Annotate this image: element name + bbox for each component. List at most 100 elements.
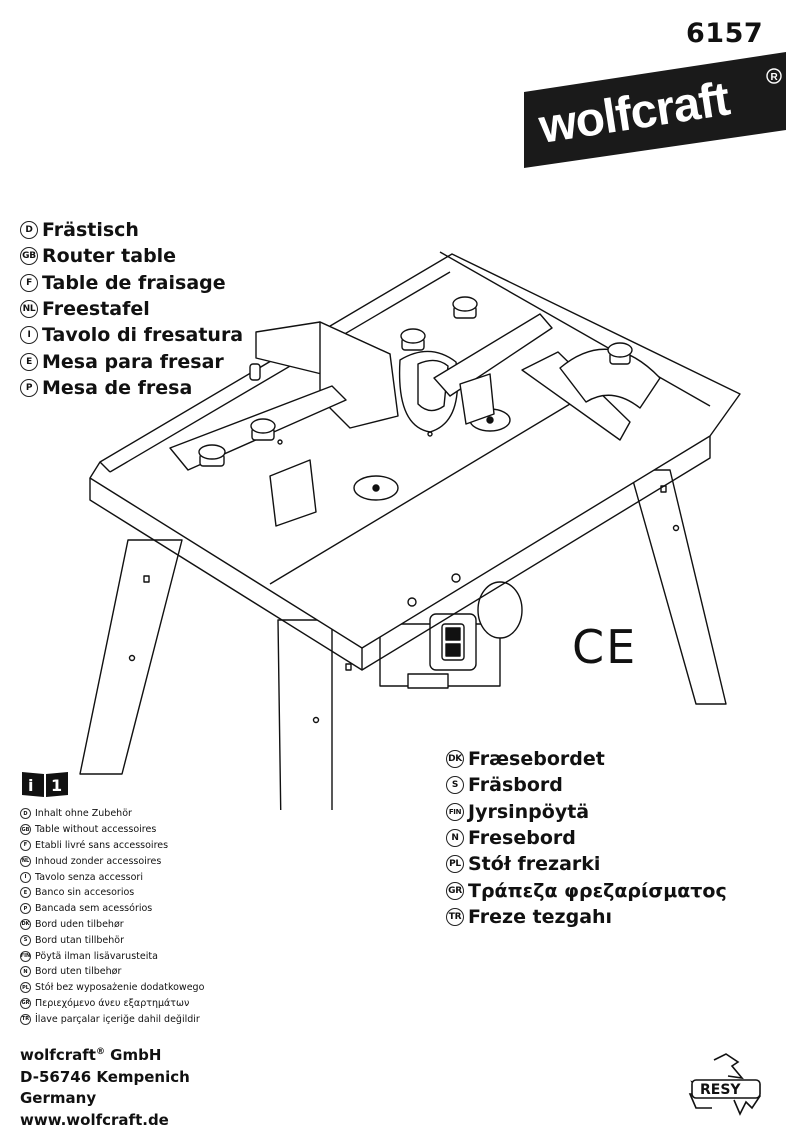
language-badge: PL bbox=[20, 982, 31, 994]
language-badge: S bbox=[446, 776, 464, 795]
ce-mark: CE bbox=[572, 620, 638, 674]
company-name: wolfcraft bbox=[20, 1046, 96, 1064]
contents-item: S Bord utan tillbehör bbox=[20, 932, 204, 948]
contents-text: İlave parçalar içeriğe dahil değildir bbox=[35, 1013, 200, 1025]
contents-text: Table without accessoires bbox=[35, 824, 157, 836]
contents-item: N Bord uten tilbehør bbox=[20, 964, 204, 980]
language-badge: NL bbox=[20, 300, 38, 319]
contents-item: PL Stół bez wyposażenie dodatkowego bbox=[20, 980, 204, 996]
registered-mark: ® bbox=[95, 1047, 105, 1057]
contents-item: FIN Pöytä ilman lisävarusteita bbox=[20, 948, 204, 964]
title-text: Τράπεζα φρεζαρίσματος bbox=[468, 879, 727, 902]
language-badge: TR bbox=[20, 1013, 31, 1025]
language-badge: NL bbox=[20, 855, 31, 867]
language-badge: S bbox=[20, 934, 31, 946]
title-text: Tavolo di fresatura bbox=[42, 324, 244, 347]
book-icon: i 1 bbox=[20, 770, 70, 798]
language-badge: DK bbox=[20, 918, 31, 930]
language-badge: I bbox=[20, 326, 38, 345]
router-table-illustration bbox=[70, 228, 760, 810]
contents-text: Etabli livré sans accessoires bbox=[35, 839, 169, 851]
contents-text: Bord utan tillbehör bbox=[35, 934, 124, 946]
title-text: Router table bbox=[42, 245, 177, 268]
language-badge: D bbox=[20, 221, 38, 240]
title-text: Fräsbord bbox=[468, 774, 563, 797]
contents-item: F Etabli livré sans accessoires bbox=[20, 838, 204, 854]
title-text: Table de fraisage bbox=[42, 271, 226, 294]
contents-item: D Inhalt ohne Zubehör bbox=[20, 806, 204, 822]
title-text: Frästisch bbox=[42, 219, 139, 242]
address-city: D-56746 Kempenich bbox=[20, 1067, 190, 1086]
contents-text: Bancada sem acessórios bbox=[35, 903, 153, 915]
language-badge: P bbox=[20, 903, 31, 915]
book-label-left: i bbox=[28, 776, 33, 795]
contents-text: Inhoud zonder accessoires bbox=[35, 855, 162, 867]
contents-text: Bord uden tilbehør bbox=[35, 918, 124, 930]
recycle-label: RESY bbox=[700, 1082, 741, 1098]
title-text: Mesa para fresar bbox=[42, 350, 224, 373]
wolfcraft-logo: wolfcraft R bbox=[524, 48, 792, 168]
contents-item: GB Table without accessoires bbox=[20, 822, 204, 838]
language-badge: FIN bbox=[20, 950, 31, 962]
language-badge: GR bbox=[20, 997, 31, 1009]
title-text: Fresebord bbox=[468, 827, 576, 850]
contents-text: Pöytä ilman lisävarusteita bbox=[35, 950, 158, 962]
title-text: Freestafel bbox=[42, 298, 150, 321]
language-badge: GR bbox=[446, 881, 464, 900]
language-badge: PL bbox=[446, 855, 464, 874]
contents-item: GR Περιεχόμενο άνευ εξαρτημάτων bbox=[20, 996, 204, 1012]
title-text: Mesa de fresa bbox=[42, 376, 193, 399]
address-country: Germany bbox=[20, 1089, 97, 1107]
book-label-right: 1 bbox=[51, 776, 62, 795]
model-number: 6157 bbox=[686, 18, 764, 49]
language-badge: I bbox=[20, 871, 31, 883]
language-badge: GB bbox=[20, 247, 38, 266]
contents-text: Inhalt ohne Zubehör bbox=[35, 808, 132, 820]
contents-item: I Tavolo senza accessori bbox=[20, 869, 204, 885]
contents-item: P Bancada sem acessórios bbox=[20, 901, 204, 917]
language-badge: F bbox=[20, 273, 38, 292]
contents-text: Banco sin accesorios bbox=[35, 887, 135, 899]
language-badge: GB bbox=[20, 824, 31, 836]
company-suffix: GmbH bbox=[104, 1046, 162, 1064]
language-badge: D bbox=[20, 808, 31, 820]
contents-text: Stół bez wyposażenie dodatkowego bbox=[35, 982, 205, 994]
contents-item: DK Bord uden tilbehør bbox=[20, 917, 204, 933]
language-badge: N bbox=[20, 966, 31, 978]
title-text: Stół frezarki bbox=[468, 853, 601, 876]
contents-item: E Banco sin accesorios bbox=[20, 885, 204, 901]
contents-item: NL Inhoud zonder accessoires bbox=[20, 853, 204, 869]
language-badge: E bbox=[20, 887, 31, 899]
address-website: www.wolfcraft.de bbox=[20, 1110, 169, 1129]
recycle-icon: RESY bbox=[684, 1052, 768, 1116]
contents-item: TR İlave parçalar içeriğe dahil değildir bbox=[20, 1011, 204, 1027]
company-address: wolfcraft® GmbH D-56746 Kempenich German… bbox=[20, 1042, 190, 1131]
language-badge: F bbox=[20, 839, 31, 851]
title-text: Fræsebordet bbox=[468, 748, 605, 771]
language-badge: P bbox=[20, 378, 38, 397]
language-badge: E bbox=[20, 352, 38, 371]
language-badge: N bbox=[446, 829, 464, 848]
contents-text: Bord uten tilbehør bbox=[35, 966, 122, 978]
svg-text:R: R bbox=[771, 72, 779, 83]
contents-text: Tavolo senza accessori bbox=[35, 871, 143, 883]
language-badge: FIN bbox=[446, 802, 464, 821]
title-text: Jyrsinpöytä bbox=[468, 800, 590, 823]
language-badge: TR bbox=[446, 907, 464, 926]
contents-text: Περιεχόμενο άνευ εξαρτημάτων bbox=[35, 997, 190, 1009]
